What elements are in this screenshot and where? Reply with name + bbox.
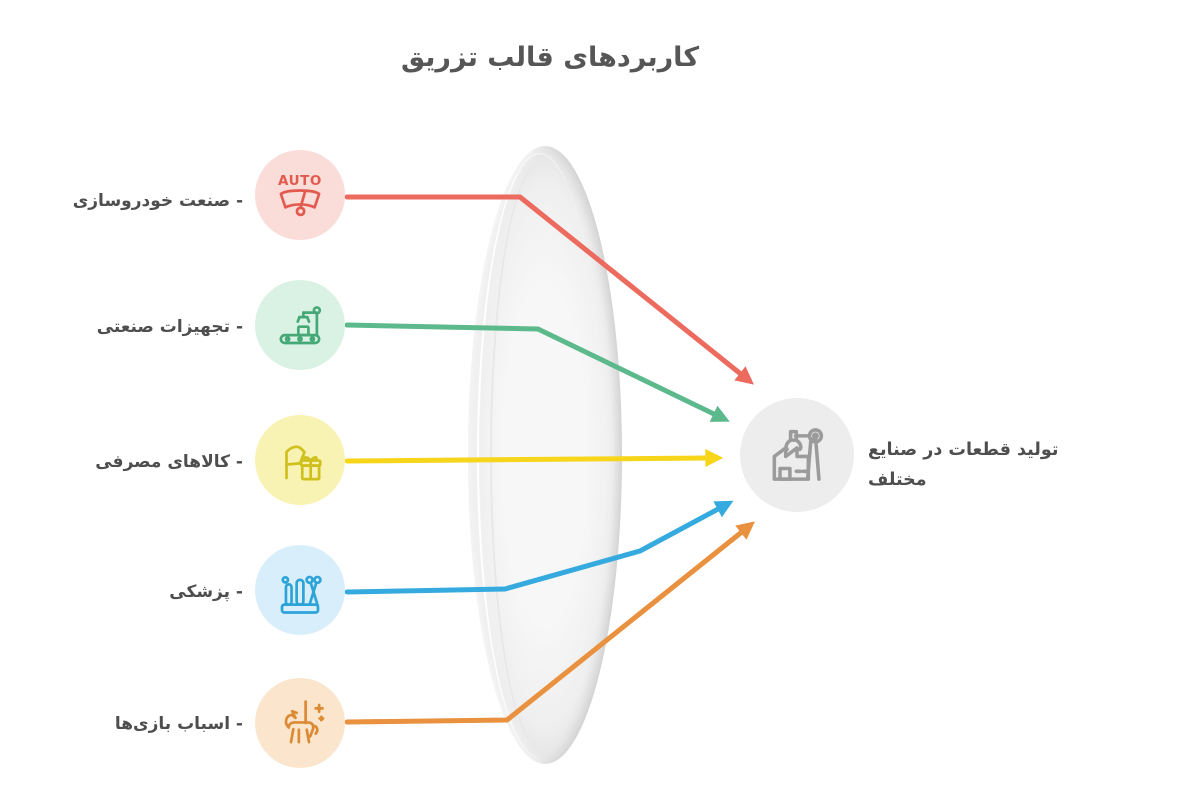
factory-robot-icon — [772, 428, 824, 481]
label-factory-line2: مختلف — [868, 469, 927, 490]
label-automotive: - صنعت خودروسازی — [72, 191, 243, 211]
svg-text:AUTO: AUTO — [278, 173, 322, 189]
medical-instruments-icon — [280, 575, 322, 614]
node-consumer-goods — [255, 415, 345, 505]
lens-highlight — [477, 153, 602, 757]
lens-shape — [468, 146, 622, 764]
label-factory: تولید قطعات در صنایع مختلف — [868, 436, 1100, 496]
auto-windshield-icon: AUTO — [278, 173, 322, 217]
node-factory — [740, 398, 854, 512]
node-industrial — [255, 280, 345, 370]
label-industrial: - تجهیزات صنعتی — [96, 317, 243, 337]
like-gift-icon — [285, 445, 322, 481]
label-factory-line1: تولید قطعات در صنایع — [868, 440, 1059, 460]
node-automotive: AUTO — [255, 150, 345, 240]
label-medical: - پزشکی — [169, 582, 243, 602]
label-toys: - اسباب بازی‌ها — [114, 714, 243, 734]
label-consumer-goods: - کالاهای مصرفی — [95, 452, 243, 472]
node-toys — [255, 678, 345, 768]
toy-horse-icon — [284, 700, 325, 744]
diagram-title: کاربردهای قالب تزریق — [400, 42, 700, 73]
lens-highlight-secondary — [490, 162, 592, 748]
node-medical — [255, 545, 345, 635]
conveyor-robot-icon — [279, 306, 322, 345]
